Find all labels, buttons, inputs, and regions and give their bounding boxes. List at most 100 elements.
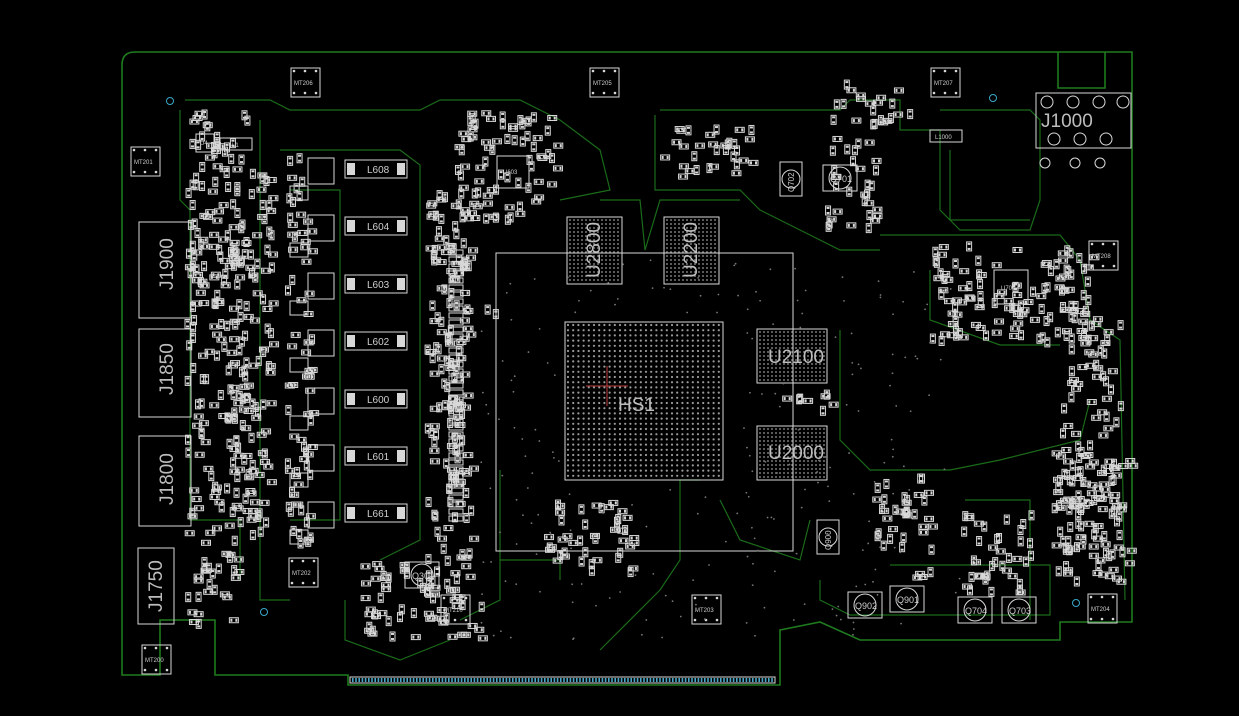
smd-component xyxy=(1018,330,1025,341)
smd-component xyxy=(1091,529,1098,540)
resistor-array xyxy=(448,494,464,501)
smd-component xyxy=(190,322,197,333)
smd-component xyxy=(419,582,426,593)
smd-component xyxy=(970,321,981,328)
resistor-array xyxy=(448,445,464,452)
smd-component xyxy=(438,213,445,224)
smd-component xyxy=(504,214,511,225)
memory-u2200: U2200 xyxy=(663,216,720,285)
smd-component xyxy=(1027,550,1034,561)
smd-component xyxy=(284,285,291,296)
smd-component xyxy=(1092,523,1099,534)
smd-component xyxy=(303,460,310,471)
smd-component xyxy=(460,289,471,296)
resistor-array xyxy=(448,270,464,277)
smd-component xyxy=(532,135,543,142)
smd-component xyxy=(450,570,461,577)
smd-component xyxy=(305,387,316,394)
smd-component xyxy=(938,289,945,300)
smd-component xyxy=(1092,485,1103,492)
smd-component xyxy=(1068,311,1075,322)
inductor-label: L601 xyxy=(367,452,390,463)
smd-component xyxy=(239,420,246,431)
smd-component xyxy=(938,244,949,251)
smd-component xyxy=(452,221,459,232)
smd-component xyxy=(555,502,566,509)
smd-component xyxy=(237,517,244,528)
smd-component xyxy=(1068,377,1079,384)
smd-component xyxy=(242,493,249,504)
smd-component xyxy=(877,115,884,126)
smd-component xyxy=(194,451,205,458)
smd-component xyxy=(269,341,280,348)
smd-component xyxy=(1041,283,1048,294)
smd-component xyxy=(252,401,259,412)
smd-component xyxy=(678,143,689,150)
smd-component xyxy=(259,199,266,210)
smd-component xyxy=(819,405,826,416)
smd-component xyxy=(544,125,551,136)
smd-component xyxy=(385,616,392,627)
smd-component xyxy=(268,300,279,307)
smd-component xyxy=(883,478,890,489)
mount-label: MT204 xyxy=(1091,607,1110,613)
mount-mt200: MT200 xyxy=(141,644,172,675)
mount-label: MT201 xyxy=(134,160,153,166)
smd-component xyxy=(1063,264,1070,275)
smd-component xyxy=(234,466,245,473)
smd-component xyxy=(296,211,307,218)
smd-component xyxy=(1075,534,1086,541)
resistor-array xyxy=(448,326,464,333)
smd-component xyxy=(303,311,314,318)
smd-component xyxy=(458,130,469,137)
transistor-q703: Q703 xyxy=(1001,596,1037,624)
smd-component xyxy=(1095,560,1102,571)
inductor-label: L661 xyxy=(367,509,390,520)
smd-component xyxy=(968,571,975,582)
smd-component xyxy=(461,563,472,570)
smd-component xyxy=(263,517,270,528)
ic-label-u4: U4 xyxy=(200,141,208,147)
smd-component xyxy=(449,360,460,367)
smd-component xyxy=(524,131,531,142)
resistor-array xyxy=(448,312,464,319)
smd-component xyxy=(1012,310,1023,317)
resistor-array xyxy=(448,473,464,480)
smd-component xyxy=(193,573,204,580)
smd-component xyxy=(381,586,392,593)
smd-component xyxy=(285,501,292,512)
smd-component xyxy=(429,447,440,454)
smd-component xyxy=(882,117,893,124)
smd-component xyxy=(478,601,485,612)
transistor-label: Q900 xyxy=(824,530,833,550)
smd-component xyxy=(399,567,410,574)
smd-component xyxy=(1068,344,1075,355)
smd-component xyxy=(1059,428,1066,439)
resistor-array xyxy=(448,389,464,396)
smd-component xyxy=(429,458,440,465)
smd-component xyxy=(913,491,924,498)
smd-component xyxy=(218,502,225,513)
smd-component xyxy=(212,176,219,187)
smd-component xyxy=(268,251,279,258)
smd-component xyxy=(1083,264,1094,271)
ic-u603: U603 xyxy=(496,155,530,189)
smd-component xyxy=(215,563,222,574)
smd-component xyxy=(265,363,276,370)
smd-component xyxy=(249,459,256,470)
smd-component xyxy=(1068,300,1075,311)
smd-component xyxy=(194,228,201,239)
smd-component xyxy=(918,529,929,536)
smd-component xyxy=(231,565,238,576)
smd-component xyxy=(434,312,441,323)
smd-component xyxy=(568,539,579,546)
smd-component xyxy=(900,532,907,543)
smd-component xyxy=(198,398,205,409)
smd-component xyxy=(459,600,466,611)
transistor-q901: Q901 xyxy=(889,585,925,613)
smd-component xyxy=(463,487,470,498)
resistor-array xyxy=(448,333,464,340)
smd-component xyxy=(243,357,250,368)
smd-component xyxy=(708,163,719,170)
